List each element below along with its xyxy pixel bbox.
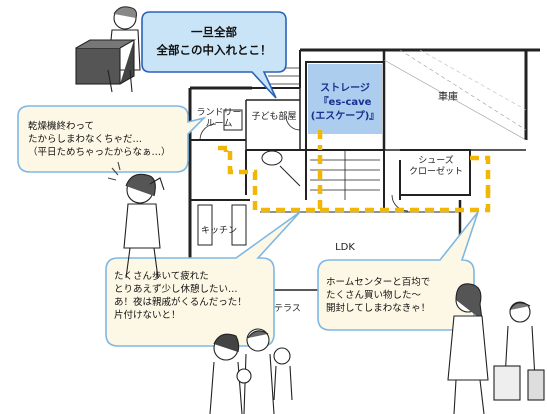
tired-bubble-text: たくさん歩いて疲れた とりあえず少し休憩したい… あ！夜は親戚がくるんだった！ …: [114, 271, 247, 321]
tired-woman-illustration: [107, 161, 165, 279]
room-label-garage: 車庫: [438, 92, 458, 103]
tired-bubble: [105, 211, 301, 347]
storage-label-2: 『es-cave: [318, 97, 372, 108]
storage-label-1: ストレージ: [320, 83, 370, 94]
storage-room-fill: [308, 64, 382, 134]
callout-line-2: 全部この中入れとこ！: [156, 43, 272, 57]
callout-bubble: [141, 11, 287, 99]
room-label-kids: 子ども部屋: [251, 112, 297, 122]
shoppers-illustration: [447, 283, 545, 414]
laundry-bubble: [17, 105, 207, 173]
room-label-terrace: テラス: [274, 304, 301, 314]
laundry-bubble-text: 乾燥機終わって たからしまわなくちゃだ… （平日ためちゃったからなぁ…）: [28, 121, 171, 158]
person-carrying-box-illustration: [75, 6, 141, 93]
room-label-kitchen: キッチン: [200, 226, 237, 236]
room-label-shoes: シューズ クローゼット: [408, 156, 463, 177]
route-lines: [218, 130, 491, 213]
shopping-bubble: [317, 211, 479, 331]
room-label-ldk: LDK: [335, 242, 355, 253]
family-illustration: [209, 328, 293, 414]
shopping-bubble-text: ホームセンターと百均で たくさん買い物した～ 開封してしまわなきゃ！: [326, 277, 431, 314]
callout-line-1: 一旦全部: [191, 25, 237, 39]
storage-label-3: (エスケープ)』: [310, 111, 380, 122]
room-label-laundry: ランドリー ルーム: [196, 108, 242, 129]
